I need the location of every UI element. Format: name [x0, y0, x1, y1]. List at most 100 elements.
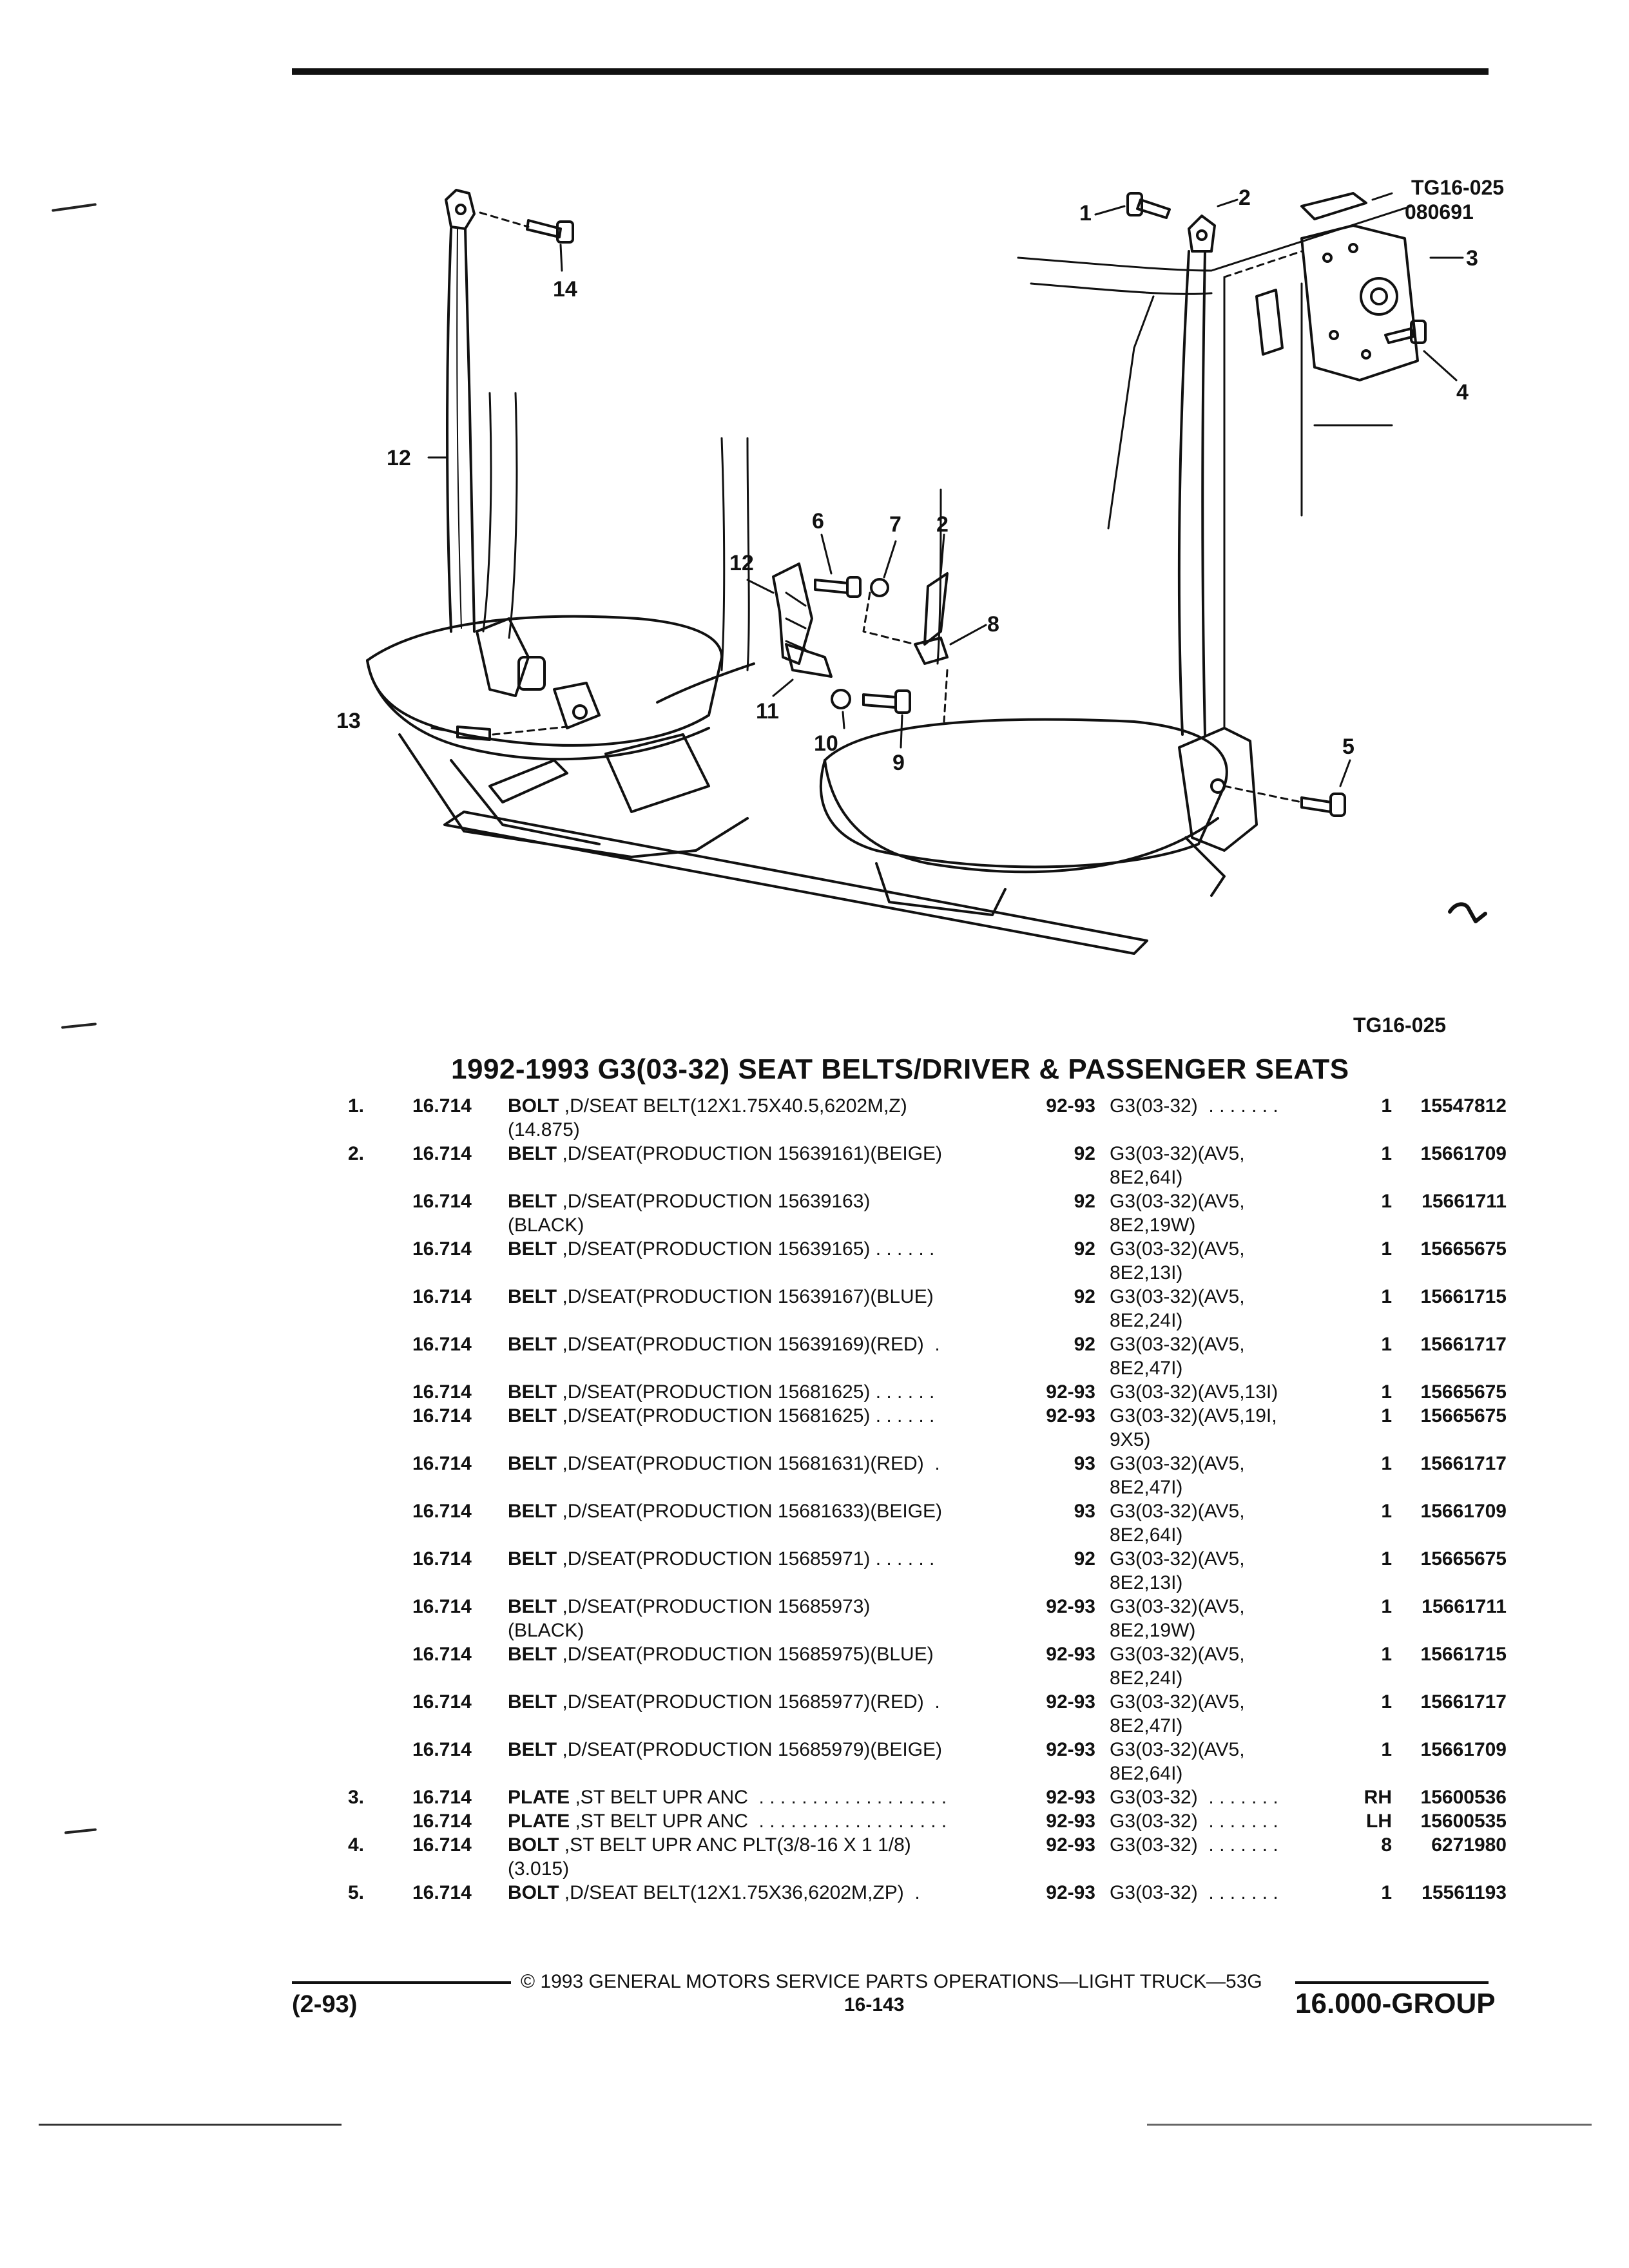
plate-hole	[1361, 349, 1371, 360]
part-years: 92-93	[1046, 1882, 1095, 1903]
buckle-2	[923, 572, 949, 646]
bolt-6	[814, 579, 849, 594]
callout-label: 1	[1079, 201, 1092, 226]
part-model: G3(03-32)(AV5,	[1110, 1691, 1245, 1713]
part-model: G3(03-32)(AV5,	[1110, 1644, 1245, 1665]
right-anchor-hole	[1196, 229, 1208, 241]
part-years: 92-93	[1046, 1691, 1095, 1713]
callout-label: 5	[1342, 735, 1354, 759]
callout-label: 2	[936, 512, 949, 537]
bolt-4	[1384, 327, 1416, 344]
part-years: 92	[1074, 1191, 1095, 1212]
plate-leader	[1223, 250, 1303, 278]
part-detail: ,D/SEAT(PRODUCTION 15685975)(BLUE)	[557, 1644, 934, 1665]
part-years: 92-93	[1046, 1739, 1095, 1760]
left-pillar-edge	[508, 392, 518, 639]
part-model: G3(03-32)(AV5,	[1110, 1596, 1245, 1617]
plate-hole	[1329, 330, 1339, 340]
part-model: G3(03-32)(AV5,	[1110, 1334, 1245, 1355]
part-description: PLATE ,ST BELT UPR ANC . . . . . . . . .…	[508, 1811, 1017, 1832]
part-quantity: 1	[1381, 1381, 1392, 1403]
part-model: G3(03-32)(AV5,	[1110, 1143, 1245, 1164]
part-model-cont: 8E2,64I)	[1110, 1524, 1183, 1546]
callout-label: 10	[814, 731, 838, 756]
callout-leader	[949, 624, 987, 646]
callout-leader	[772, 678, 794, 697]
part-detail: ,D/SEAT(PRODUCTION 15639165) . . . . . .	[557, 1238, 935, 1260]
part-detail: ,D/SEAT(PRODUCTION 15681625) . . . . . .	[557, 1405, 935, 1427]
part-model: G3(03-32) . . . . . . .	[1110, 1834, 1278, 1856]
part-group: 16.714	[412, 1334, 472, 1355]
part-model-cont: 8E2,13I)	[1110, 1262, 1183, 1283]
part-index: 4.	[348, 1834, 365, 1856]
passenger-retractor-cover	[1178, 727, 1258, 852]
callout-label: 8	[987, 612, 999, 637]
margin-mark	[64, 1828, 97, 1834]
part-model: G3(03-32) . . . . . . .	[1110, 1095, 1278, 1117]
part-noun: BOLT	[508, 1095, 559, 1117]
bolt-1	[1136, 198, 1171, 219]
anchor-plate-3	[1300, 224, 1419, 381]
bolt-5-head	[1329, 793, 1346, 817]
part-quantity: 1	[1381, 1286, 1392, 1307]
part-group: 16.714	[412, 1143, 472, 1164]
part-model-cont: 8E2,47I)	[1110, 1358, 1183, 1379]
seat-belt-exploded-diagram: TG16-025 080691 1 2 3 4 5 6 7 2 8 9 10 1…	[296, 168, 1521, 992]
window-frame	[1107, 295, 1155, 530]
part-model: G3(03-32)(AV5,	[1110, 1739, 1245, 1760]
part-detail: ,ST BELT UPR ANC PLT(3/8-16 X 1 1/8)	[559, 1834, 911, 1856]
part-description: BELT ,D/SEAT(PRODUCTION 15639169)(RED) .	[508, 1334, 1017, 1356]
part-row: 16.714 BELT ,D/SEAT(PRODUCTION 15639169)(…	[348, 1334, 1508, 1381]
driver-seat-bolt	[572, 704, 588, 720]
bracket-11	[785, 643, 833, 678]
part-description: BOLT ,D/SEAT BELT(12X1.75X40.5,6202M,Z)	[508, 1095, 1017, 1117]
bolt-13	[456, 726, 491, 741]
part-noun: BELT	[508, 1238, 557, 1260]
part-quantity: 1	[1381, 1143, 1392, 1164]
part-description: BELT ,D/SEAT(PRODUCTION 15639167)(BLUE)	[508, 1286, 1017, 1308]
part-model-cont: 8E2,19W)	[1110, 1620, 1196, 1641]
bolt-14-head	[556, 220, 574, 244]
part-number: 15600535	[1420, 1811, 1507, 1832]
part-description: PLATE ,ST BELT UPR ANC . . . . . . . . .…	[508, 1787, 1017, 1809]
seat-bracket	[488, 759, 568, 803]
retractor-bolt-hole	[1210, 778, 1226, 794]
window-frame	[1300, 282, 1393, 517]
part-number: 15600536	[1420, 1787, 1507, 1808]
callout-label: 9	[892, 751, 905, 775]
passenger-seat-base	[875, 862, 1007, 916]
left-shoulder-belt	[464, 227, 476, 633]
part-years: 92-93	[1046, 1405, 1095, 1427]
part-description: BELT ,D/SEAT(PRODUCTION 15681625) . . . …	[508, 1405, 1017, 1427]
part-detail: ,ST BELT UPR ANC . . . . . . . . . . . .…	[570, 1811, 947, 1832]
plate-boss	[1360, 277, 1398, 316]
part-quantity: 1	[1381, 1238, 1392, 1260]
right-upper-anchor	[1188, 215, 1216, 253]
section-title: 1992-1993 G3(03-32) SEAT BELTS/DRIVER & …	[451, 1053, 1349, 1085]
part-group: 16.714	[412, 1381, 472, 1403]
part-quantity: 1	[1381, 1691, 1392, 1713]
part-model-cont: 8E2,64I)	[1110, 1763, 1183, 1784]
part-number: 15561193	[1422, 1882, 1507, 1903]
part-group: 16.714	[412, 1834, 472, 1856]
callout-label: 3	[1466, 246, 1478, 271]
part-description: BELT ,D/SEAT(PRODUCTION 15681633)(BEIGE)	[508, 1501, 1017, 1523]
part-years: 92-93	[1046, 1644, 1095, 1665]
part-model: G3(03-32)(AV5,13I)	[1110, 1381, 1278, 1403]
part-number: 15661717	[1420, 1334, 1507, 1355]
part-quantity: 1	[1381, 1405, 1392, 1427]
part-noun: BELT	[508, 1453, 557, 1474]
right-shoulder-belt	[1201, 250, 1206, 736]
callout-leader	[842, 711, 845, 729]
part-model-cont: 8E2,47I)	[1110, 1715, 1183, 1736]
part-number: 6271980	[1431, 1834, 1507, 1856]
part-description: BELT ,D/SEAT(PRODUCTION 15639165) . . . …	[508, 1238, 1017, 1260]
part-years: 92-93	[1046, 1787, 1095, 1808]
part-quantity: 1	[1381, 1548, 1392, 1570]
publisher-logo-icon	[1448, 902, 1487, 923]
callout-label: 11	[756, 699, 779, 724]
